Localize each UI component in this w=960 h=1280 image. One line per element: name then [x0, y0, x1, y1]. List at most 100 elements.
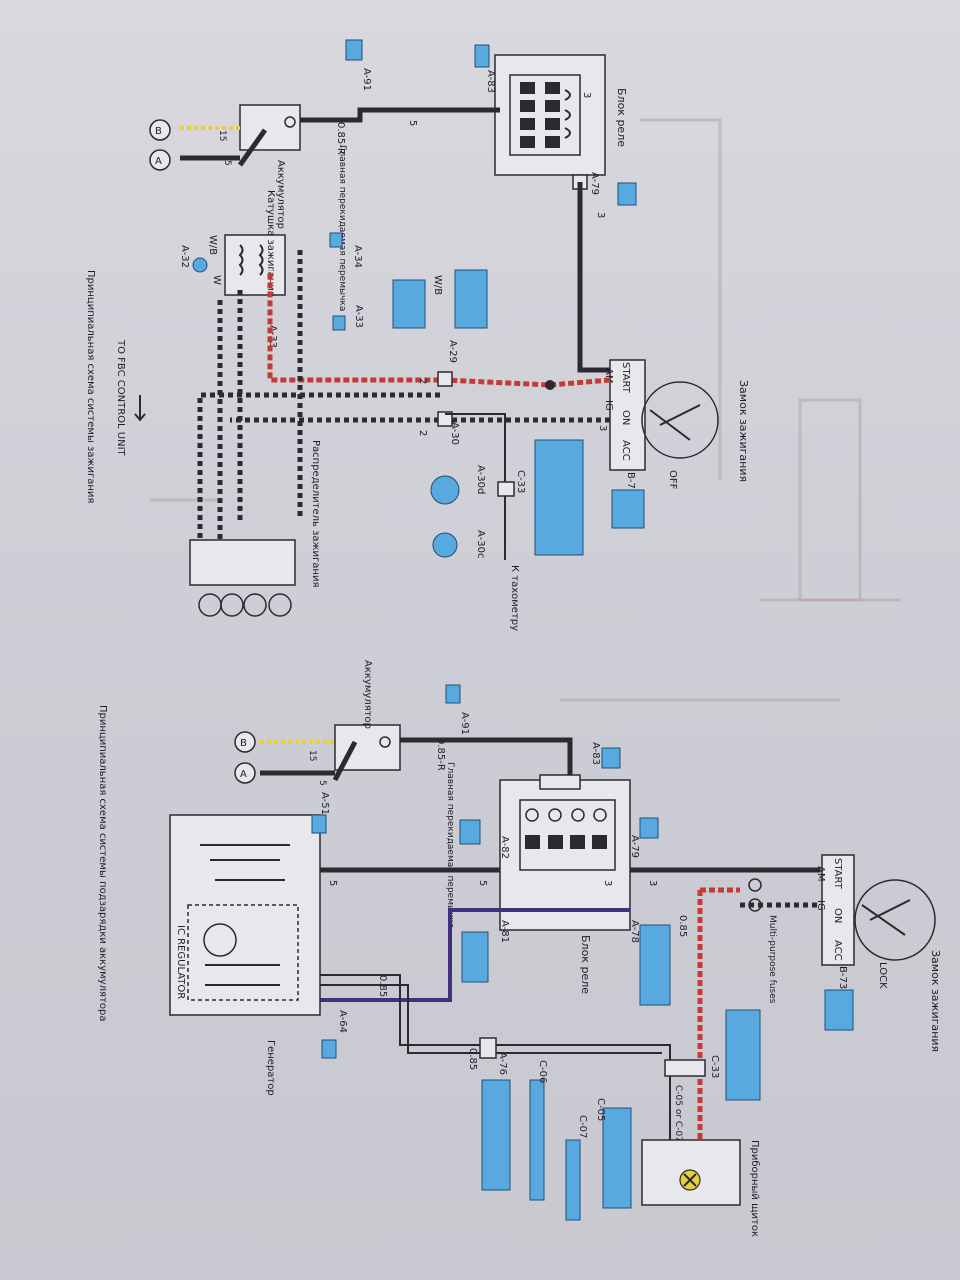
terminal-am-lower: AM [815, 866, 826, 881]
a30c-label: A-30c [475, 530, 486, 558]
switch-on-lower: ON [832, 908, 843, 923]
wire-085c-lower: 0.85 [467, 1048, 478, 1070]
connector-a91-upper [345, 39, 363, 61]
connector-a34 [329, 232, 343, 248]
wire-5c-lower: 5 [327, 880, 338, 886]
relay-block-label-lower: Блок реле [579, 935, 592, 994]
a64-label: A-64 [337, 1010, 348, 1033]
generator-label: Генератор [265, 1040, 276, 1096]
connector-c05-grid [602, 1107, 632, 1209]
connector-c06-grid [529, 1079, 545, 1201]
a30-label: A-30 [449, 422, 460, 445]
c05c07-label: C-05 or C-07 and C-06 [673, 1085, 683, 1186]
connector-a33-icon [332, 315, 346, 331]
main-jumper-label-upper: Главная перекидаемая перемычка [337, 145, 347, 311]
connector-a30c [432, 532, 458, 558]
relay-block-label-upper: Блок реле [615, 88, 628, 147]
wire-2a-label: 2 [417, 378, 428, 384]
ground-a-upper [149, 149, 171, 171]
switch-acc-upper: ACC [620, 440, 631, 461]
wire-085a-lower: 0.85 [677, 915, 688, 937]
battery-label-upper: Аккумулятор [275, 160, 286, 229]
wire-wb2-label: W/B [432, 275, 443, 295]
wire-5-label-upper: 5 [407, 120, 418, 126]
switch-lock-lower: LOCK [877, 962, 888, 989]
c07-label: C-07 [577, 1115, 588, 1138]
connector-c05-box [664, 1059, 706, 1077]
wire-3c-label: 3 [597, 425, 608, 431]
connector-a30-box [437, 411, 453, 427]
wire-2b-label: 2 [417, 430, 428, 436]
a83-label-upper: A-83 [485, 70, 496, 93]
connector-b73-lower [824, 989, 854, 1031]
connector-a51-icon [311, 814, 327, 834]
ground-b-label-upper: B [155, 126, 162, 137]
ignition-coil-label: Катушка зажигания [265, 190, 276, 297]
connector-grid-a29: W/B [392, 269, 488, 329]
main-jumper-label-lower: Главная перекидаемая перемычка [445, 762, 455, 928]
a34-label: A-34 [352, 245, 363, 268]
connector-c33-grid-upper [534, 439, 584, 556]
a79-label-upper: A-79 [589, 172, 600, 195]
a32-label: A-32 [179, 245, 190, 268]
a81-label: A-81 [499, 920, 510, 943]
ignition-switch-label-lower: Замок зажигания [929, 950, 942, 1052]
a91-label-lower: A-91 [459, 712, 470, 735]
b73-label-lower: B-73 [837, 966, 848, 989]
relay-block-lower: Блок реле [499, 774, 631, 994]
ignition-system-diagram: Блок реле 3 A-83 A-91 A-79 3 Аккумулятор… [85, 39, 750, 631]
wire-085b-lower: 0.85 [377, 975, 388, 997]
ignition-coil: Катушка зажигания [224, 190, 286, 297]
ground-b-upper [149, 119, 171, 141]
switch-start-upper: START [620, 362, 631, 394]
relay-block-upper: Блок реле 3 [494, 54, 628, 176]
connector-a29-box [437, 371, 453, 387]
connector-c33-grid-lower [725, 1009, 761, 1101]
wire-3-label: 3 [581, 92, 592, 98]
tachometer-label: К тахометру [509, 565, 520, 631]
a51-label: A-51 [319, 792, 330, 815]
wire-wb-label: W/B [207, 235, 218, 255]
wire-w-label: W [211, 275, 222, 285]
connector-a32 [192, 257, 208, 273]
connector-a76-box [479, 1037, 497, 1059]
generator: IC REGULATOR Генератор [169, 814, 321, 1096]
fbc-label: TO FBC CONTROL UNIT [115, 339, 126, 457]
instrument-panel-label: Приборный щиток [749, 1140, 760, 1237]
wire-5-lower: 5 [317, 780, 327, 786]
ground-a-label-lower: A [240, 769, 247, 780]
switch-acc-lower: ACC [832, 940, 843, 961]
battery-upper: Аккумулятор 15 5 [217, 104, 301, 229]
charging-system-diagram: Аккумулятор 15 5 B A A-91 0.85-R Главная… [97, 660, 942, 1237]
wire-15-label: 15 [217, 130, 227, 141]
distributor: Распределитель зажигания [189, 440, 321, 617]
terminal-ig-upper: IG [603, 400, 614, 411]
a76-label: A-76 [497, 1052, 508, 1075]
connector-b73-upper [611, 489, 645, 529]
wire-085r-label-upper: 0.85-R [335, 122, 346, 155]
lower-diagram-title: Принципиальная схема системы подзарядки … [97, 705, 108, 1021]
wire-5b-lower: 5 [477, 880, 488, 886]
battery-label-lower: Аккумулятор [362, 660, 373, 729]
connector-c33-upper [497, 481, 515, 497]
a91-label-upper: A-91 [361, 68, 372, 91]
distributor-label: Распределитель зажигания [310, 440, 321, 587]
instrument-panel: Приборный щиток [641, 1139, 760, 1237]
ignition-switch-upper: START ON ACC OFF AM IG Замок зажигания B… [603, 359, 750, 495]
terminal-am-upper: AM [603, 368, 614, 383]
multi-fuses-label: Multi-purpose fuses [767, 915, 777, 1004]
connector-a81-grid [461, 931, 489, 983]
c33-label-lower: C-33 [709, 1055, 720, 1078]
terminal-ig-lower: IG [815, 900, 826, 911]
ground-a-lower [234, 762, 256, 784]
battery-lower: Аккумулятор 15 5 [307, 660, 401, 786]
switch-off-upper: OFF [667, 470, 678, 490]
connector-a83-upper [474, 44, 490, 68]
wire-3b-label: 3 [595, 212, 606, 218]
a82-label: A-82 [499, 836, 510, 859]
ic-regulator-label: IC REGULATOR [175, 925, 186, 999]
connector-a82-icon [459, 819, 481, 845]
wire-3b-lower: 3 [647, 880, 658, 886]
connector-a78-grid [639, 924, 671, 1006]
